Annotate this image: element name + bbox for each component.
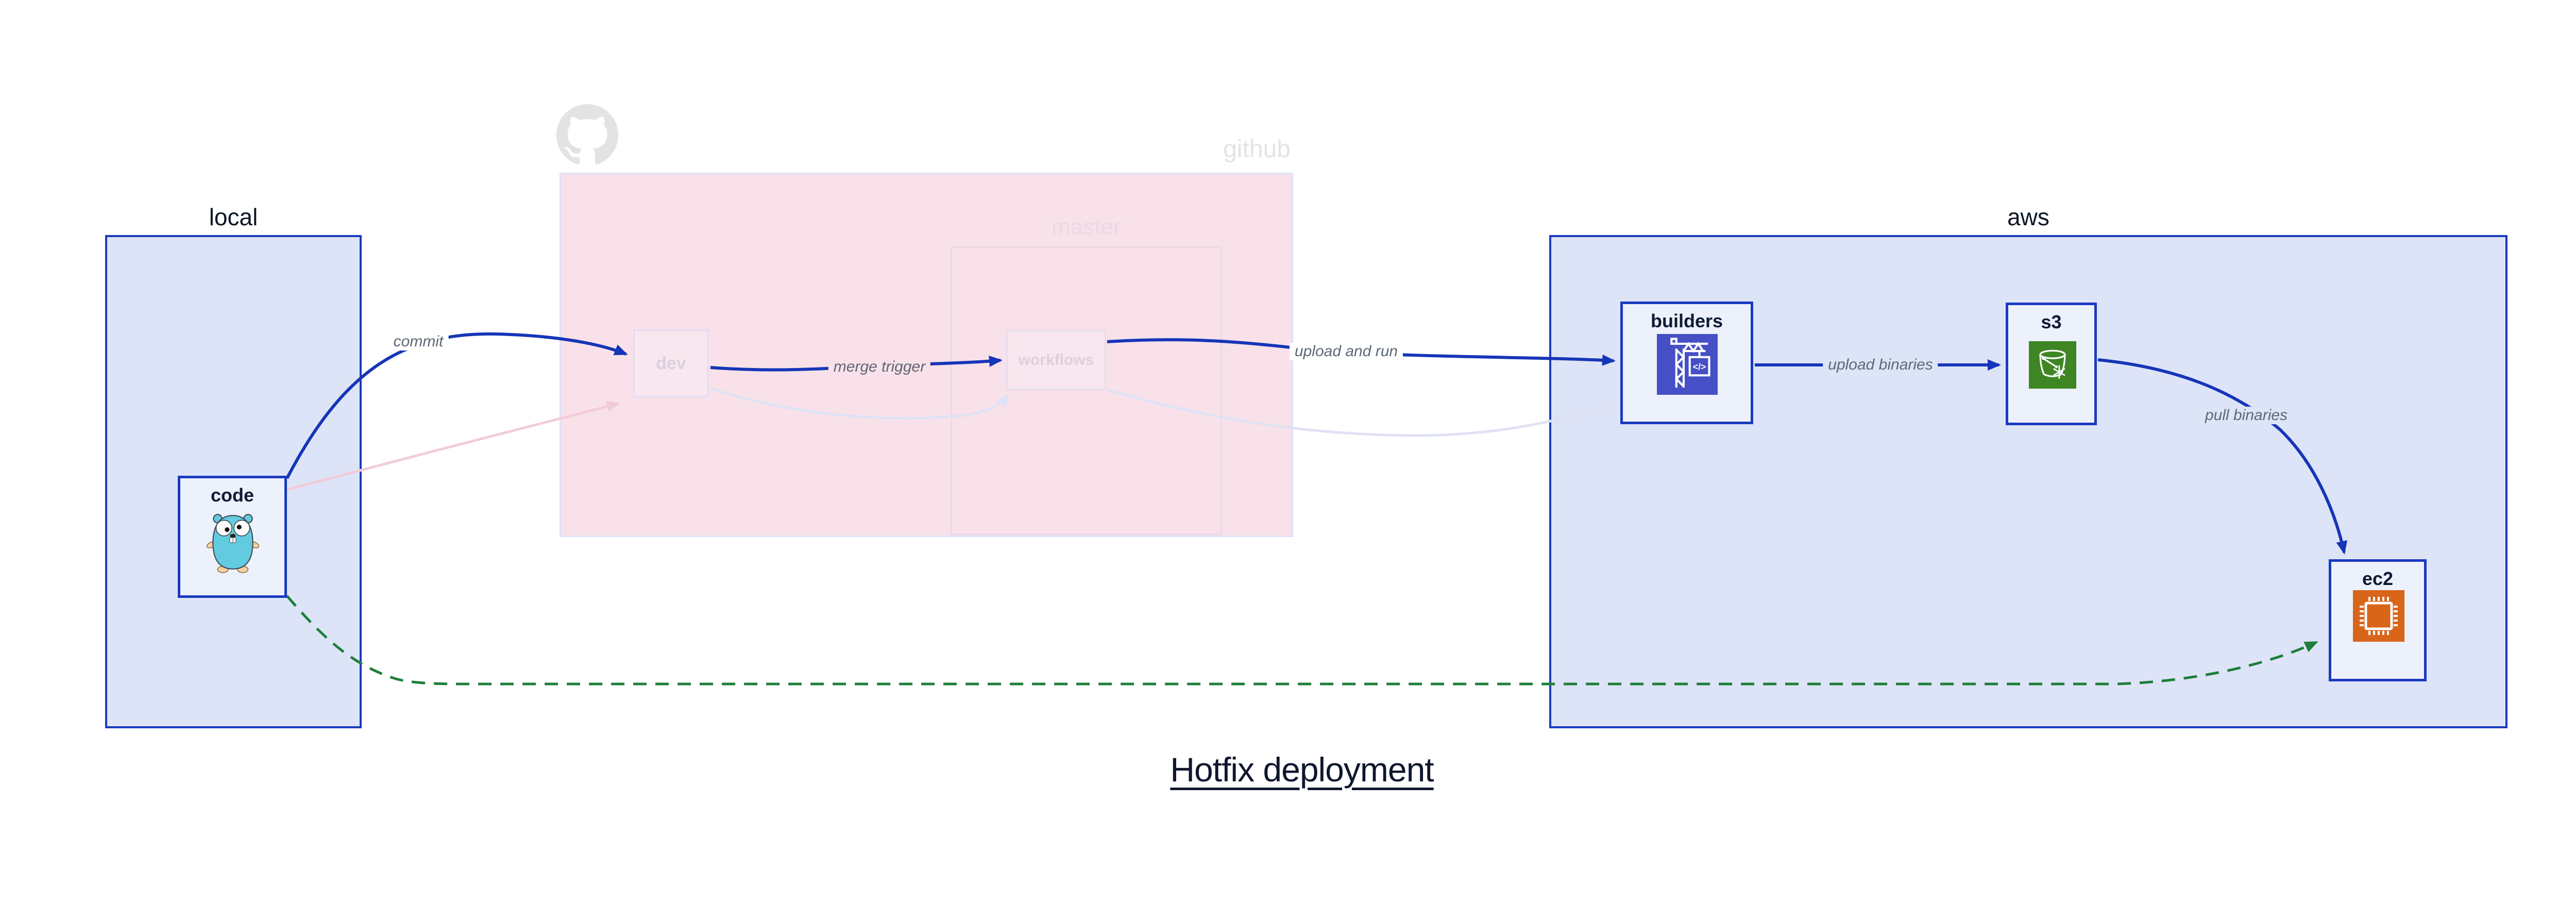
node-workflows-label: workflows xyxy=(1018,351,1094,369)
node-builders: builders </> xyxy=(1620,302,1753,424)
edge-label-upload-and-run: upload and run xyxy=(1289,343,1403,360)
edge-label-upload-binaries: upload binaries xyxy=(1823,356,1938,374)
node-workflows: workflows xyxy=(1006,330,1106,390)
node-builders-label: builders xyxy=(1650,310,1723,331)
local-region-label: local xyxy=(209,204,258,230)
edge-dev-to-workflows-faded xyxy=(710,387,1009,420)
edge-label-merge-trigger: merge trigger xyxy=(828,358,931,376)
node-dev-label: dev xyxy=(656,353,686,373)
diagram-title: Hotfix deployment xyxy=(1170,750,1434,789)
edge-label-pull-binaries: pull binaries xyxy=(2199,407,2293,424)
node-ec2-label: ec2 xyxy=(2362,568,2394,589)
node-ec2: ec2 xyxy=(2329,559,2427,681)
edge-code-to-dev-faded xyxy=(286,400,620,491)
github-octocat-icon xyxy=(556,104,618,165)
github-region-label: github xyxy=(1223,136,1291,163)
master-group-label: master xyxy=(1052,214,1121,240)
node-s3-label: s3 xyxy=(2041,311,2062,332)
go-gopher-icon xyxy=(206,514,260,573)
master-group-box xyxy=(951,246,1222,535)
node-dev: dev xyxy=(633,329,709,397)
s3-glacier-bucket-icon xyxy=(2029,341,2076,389)
node-code-label: code xyxy=(210,485,255,506)
builders-icon-glyph: </> xyxy=(1693,362,1706,372)
edge-label-commit: commit xyxy=(388,333,449,350)
edge-commit xyxy=(285,332,628,479)
node-code: code xyxy=(178,476,287,598)
edge-pull-binaries xyxy=(2097,358,2348,555)
aws-region-label: aws xyxy=(2007,204,2049,230)
codebuild-crane-icon: </> xyxy=(1657,334,1718,395)
edge-hotfix-dashed xyxy=(286,595,2318,686)
ec2-chip-icon xyxy=(2353,590,2404,642)
edge-workflows-to-builders-faded xyxy=(1107,388,1617,437)
node-s3: s3 xyxy=(2006,303,2097,425)
